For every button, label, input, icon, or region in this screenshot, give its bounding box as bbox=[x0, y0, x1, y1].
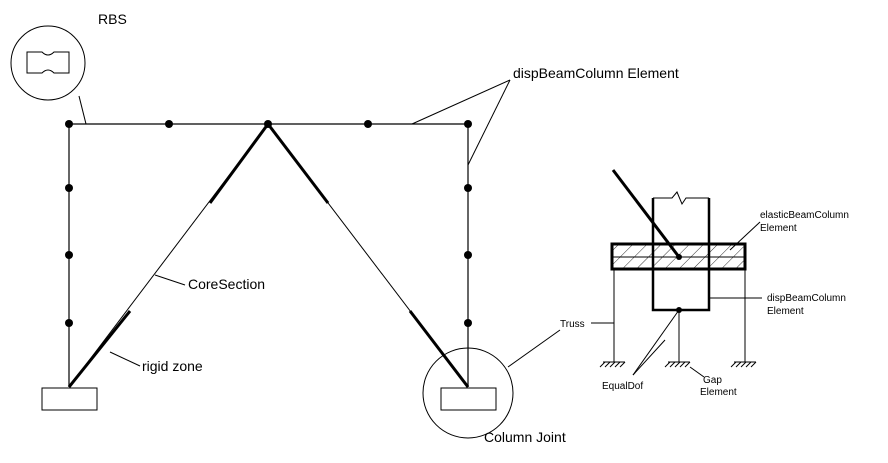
column-joint-circle bbox=[422, 347, 514, 439]
disp-leader-to-beam bbox=[411, 79, 511, 125]
rbs-leader bbox=[78, 95, 87, 125]
right-brace-rigid-zone-top bbox=[266, 123, 330, 204]
rigid-zone-leader bbox=[109, 351, 141, 367]
detail-node bbox=[676, 307, 682, 313]
node bbox=[464, 184, 472, 192]
frame bbox=[68, 123, 469, 387]
left-brace-rigid-zone-top bbox=[208, 123, 270, 204]
node bbox=[464, 120, 472, 128]
nodes bbox=[65, 120, 472, 327]
rbs-section-icon bbox=[26, 51, 70, 74]
elastic-leader bbox=[729, 221, 761, 251]
equal-dof-leader-2 bbox=[632, 339, 666, 376]
support-right bbox=[730, 361, 757, 368]
truss-label: Truss bbox=[560, 319, 585, 330]
disp-beam-column-label-1: dispBeamColumn bbox=[767, 293, 846, 304]
right-base-plate bbox=[440, 387, 497, 411]
column-joint-leader bbox=[507, 329, 561, 368]
right-brace-rigid-zone-bottom bbox=[408, 310, 470, 388]
gap-label-1: Gap bbox=[703, 375, 722, 386]
fixed-supports bbox=[599, 361, 757, 368]
disp-element-label: dispBeamColumn Element bbox=[513, 65, 679, 81]
rbs-callout bbox=[10, 25, 87, 125]
column-joint-label: Column Joint bbox=[484, 429, 566, 445]
detail-brace bbox=[611, 169, 681, 258]
equal-dof-label: EqualDof bbox=[602, 381, 643, 392]
core-section-label: CoreSection bbox=[188, 276, 265, 292]
support-middle bbox=[664, 361, 691, 368]
column-break-mark bbox=[653, 191, 709, 206]
left-brace-rigid-zone-bottom bbox=[67, 310, 132, 388]
left-base-plate bbox=[41, 387, 98, 411]
core-section-leader bbox=[154, 274, 186, 286]
node bbox=[65, 251, 73, 259]
node bbox=[464, 319, 472, 327]
rbs-circle bbox=[10, 25, 86, 101]
support-left bbox=[599, 361, 626, 368]
rigid-zone-label: rigid zone bbox=[142, 358, 203, 374]
gap-leader bbox=[689, 366, 705, 378]
rbs-label: RBS bbox=[98, 11, 127, 27]
gap-label-2: Element bbox=[700, 387, 737, 398]
elastic-beam-column-label-2: Element bbox=[760, 223, 797, 234]
disp-element-leaders bbox=[411, 79, 511, 166]
node bbox=[364, 120, 372, 128]
equal-dof-leader-1 bbox=[632, 309, 680, 376]
node bbox=[464, 251, 472, 259]
disp-leader-to-column bbox=[467, 79, 511, 166]
elastic-beam-column-label-1: elasticBeamColumn bbox=[760, 210, 849, 221]
node bbox=[65, 184, 73, 192]
node bbox=[65, 319, 73, 327]
joint-detail bbox=[591, 169, 762, 378]
detail-node bbox=[676, 254, 682, 260]
node bbox=[65, 120, 73, 128]
disp-beam-column-label-2: Element bbox=[767, 306, 804, 317]
braces bbox=[67, 123, 470, 388]
node bbox=[165, 120, 173, 128]
node bbox=[264, 120, 272, 128]
